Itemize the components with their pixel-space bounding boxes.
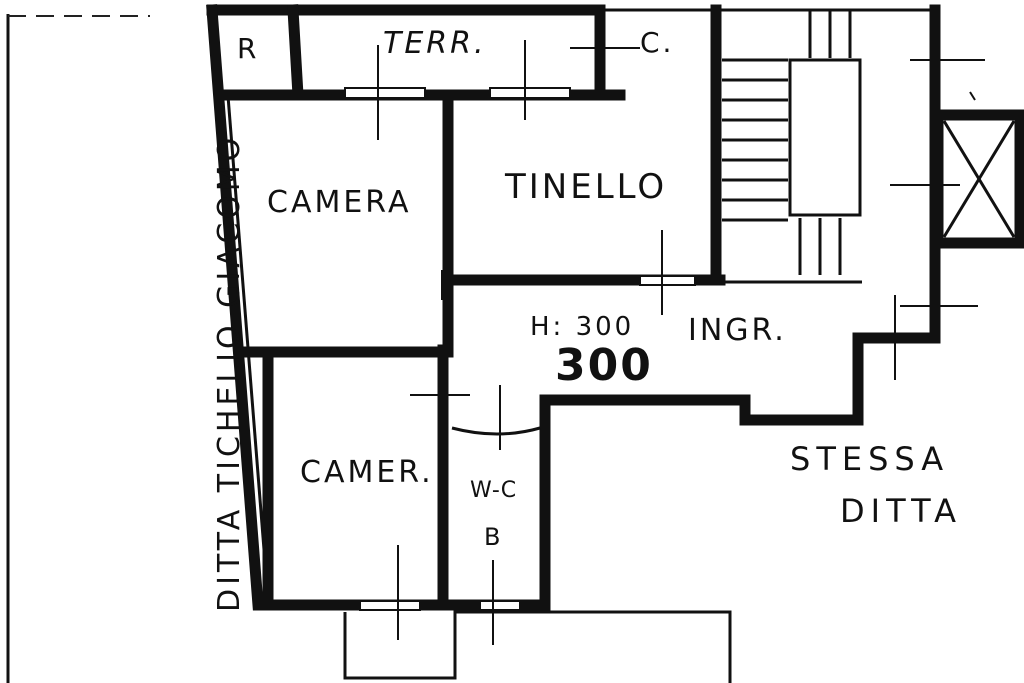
door-swing-wc [451,426,541,436]
balcony-outline [343,610,732,683]
label-wc-b: B [484,523,504,551]
label-neighbour-left: DITTA TICHELIO GIACOMO [212,133,247,612]
label-terrace: TERR. [383,26,487,61]
elevator-cross-b [942,120,1016,238]
stair-treads [722,10,852,275]
window-camera [344,87,426,99]
label-tinello: TINELLO [505,167,668,207]
label-ingresso: INGR. [688,313,787,348]
window-tinello [489,87,571,99]
label-neighbour-right-2: DITTA [840,492,963,530]
elevator-shaft [932,109,1024,249]
door-tinello [639,275,696,286]
label-dimension: 300 [555,340,653,391]
window-camer [359,600,421,611]
label-camer: CAMER. [300,455,434,490]
window-wc [479,600,521,611]
label-wc: W-C [470,478,518,503]
label-camera: CAMERA [267,185,412,220]
label-neighbour-right-1: STESSA [790,440,950,478]
stair-landing [788,58,862,217]
wall-storage [219,4,304,101]
label-storage: R [237,32,257,65]
label-closet: C. [640,26,675,59]
label-height: H: 300 [530,312,635,342]
section-ticks [377,30,985,645]
